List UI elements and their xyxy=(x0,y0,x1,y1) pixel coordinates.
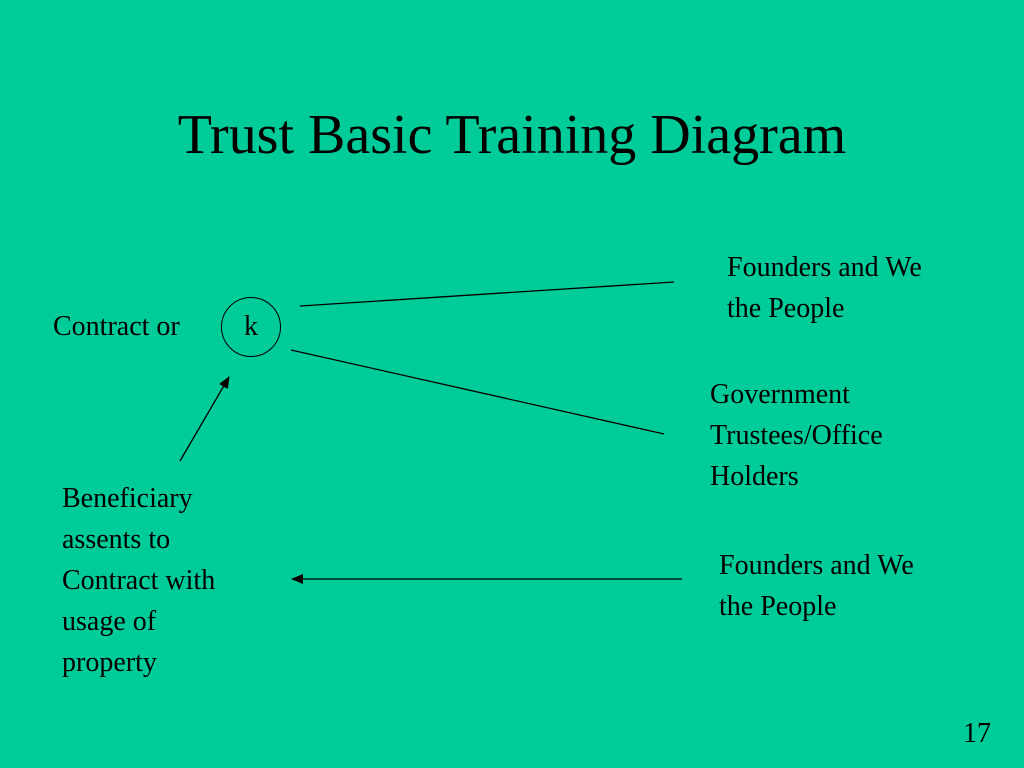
beneficiary-label: Beneficiary assents to Contract with usa… xyxy=(62,478,215,683)
founders-bottom-line: the People xyxy=(719,591,837,622)
contract-circle-label: k xyxy=(244,311,258,342)
beneficiary-line: assents to xyxy=(62,524,171,555)
government-label: Government Trustees/Office Holders xyxy=(710,374,883,497)
government-line: Trustees/Office xyxy=(710,420,883,451)
line-to-government xyxy=(290,349,665,435)
government-line: Government xyxy=(710,379,850,410)
line-to-founders-top xyxy=(299,281,675,307)
founders-bottom-label: Founders and We the People xyxy=(719,545,914,627)
government-line: Holders xyxy=(710,461,799,492)
beneficiary-line: property xyxy=(62,647,157,678)
founders-top-line: Founders and We xyxy=(727,252,922,283)
founders-top-label: Founders and We the People xyxy=(727,247,922,329)
founders-bottom-line: Founders and We xyxy=(719,550,914,581)
founders-top-line: the People xyxy=(727,293,845,324)
contract-label: Contract or xyxy=(53,311,180,342)
page-number: 17 xyxy=(963,718,991,749)
beneficiary-line: Contract with xyxy=(62,565,216,596)
contract-circle: k xyxy=(221,297,281,357)
beneficiary-line: Beneficiary xyxy=(62,483,193,514)
beneficiary-line: usage of xyxy=(62,606,157,637)
arrow-to-contract xyxy=(179,376,230,462)
slide-title: Trust Basic Training Diagram xyxy=(177,104,847,166)
